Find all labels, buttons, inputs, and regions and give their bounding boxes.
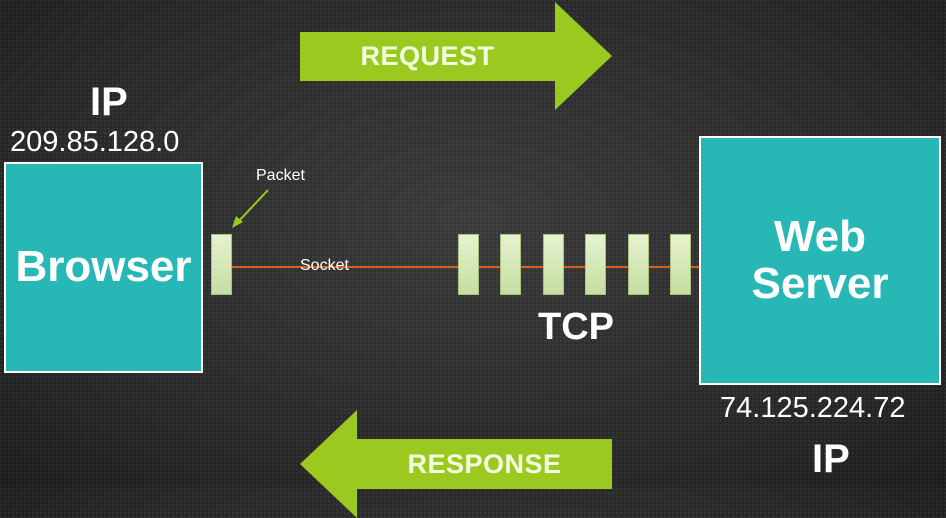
packet	[211, 234, 232, 295]
web-server-ip-address: 74.125.224.72	[720, 392, 906, 424]
web-server-box: Web Server	[699, 136, 941, 385]
response-arrow: RESPONSE	[300, 410, 612, 518]
browser-box: Browser	[4, 162, 203, 373]
socket-label: Socket	[300, 257, 349, 274]
web-server-label: Web Server	[751, 212, 889, 308]
packet	[500, 234, 521, 295]
tcp-label: TCP	[538, 306, 614, 348]
packet-label: Packet	[256, 167, 305, 184]
packet	[458, 234, 479, 295]
request-label: REQUEST	[360, 40, 495, 71]
browser-ip-label: IP	[90, 80, 128, 124]
packet-pointer-arrow-icon	[232, 189, 269, 228]
browser-label: Browser	[15, 242, 192, 292]
packet	[628, 234, 649, 295]
arrow-right-icon	[300, 2, 612, 110]
packet	[543, 234, 564, 295]
packet	[670, 234, 691, 295]
response-label: RESPONSE	[407, 448, 562, 479]
web-server-ip-label: IP	[812, 437, 850, 481]
packet	[585, 234, 606, 295]
request-arrow: REQUEST	[300, 2, 612, 110]
browser-ip-address: 209.85.128.0	[10, 126, 180, 158]
arrow-left-icon	[300, 410, 612, 518]
